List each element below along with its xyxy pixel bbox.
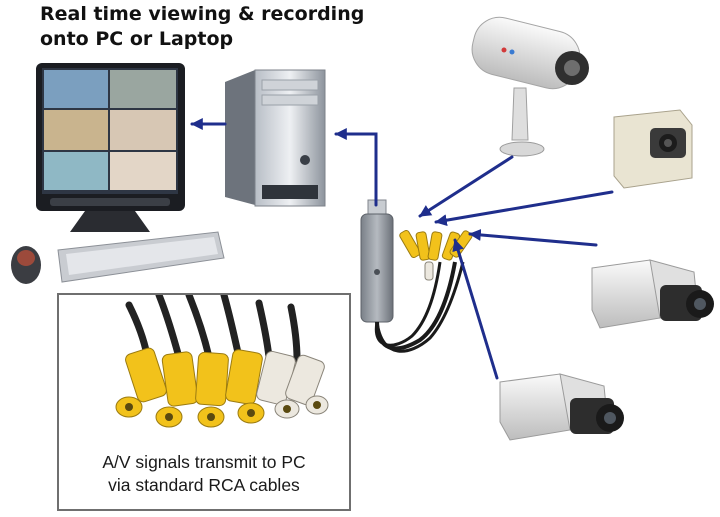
box-camera-icon xyxy=(499,373,624,441)
caption-line-2: via standard RCA cables xyxy=(108,475,300,495)
bullet-camera-icon xyxy=(471,16,589,157)
arrow-adapter-to-pc xyxy=(334,128,378,207)
pc-tower-icon xyxy=(225,69,326,207)
keyboard-icon xyxy=(57,231,225,283)
title-line-1: Real time viewing & recording xyxy=(40,3,365,25)
caption-line-1: A/V signals transmit to PC xyxy=(102,452,306,472)
usb-dvr-adapter-icon xyxy=(360,199,473,353)
diagram-title: Real time viewing & recording onto PC or… xyxy=(40,2,364,52)
mini-camera-icon xyxy=(613,109,693,189)
rca-connectors-icon xyxy=(115,291,329,428)
mouse-icon xyxy=(11,246,41,284)
title-line-2: onto PC or Laptop xyxy=(40,28,234,50)
arrow-box-camera-2 xyxy=(452,238,499,380)
rca-cables-inset: A/V signals transmit to PC via standard … xyxy=(57,291,351,511)
signal-arrows xyxy=(190,118,614,380)
arrow-box-camera-1 xyxy=(468,228,598,247)
monitor-icon xyxy=(36,63,185,232)
arrow-mini-camera xyxy=(434,190,614,227)
inset-caption: A/V signals transmit to PC via standard … xyxy=(59,451,349,497)
box-camera-icon xyxy=(591,259,714,329)
arrow-bullet-camera xyxy=(418,155,514,218)
